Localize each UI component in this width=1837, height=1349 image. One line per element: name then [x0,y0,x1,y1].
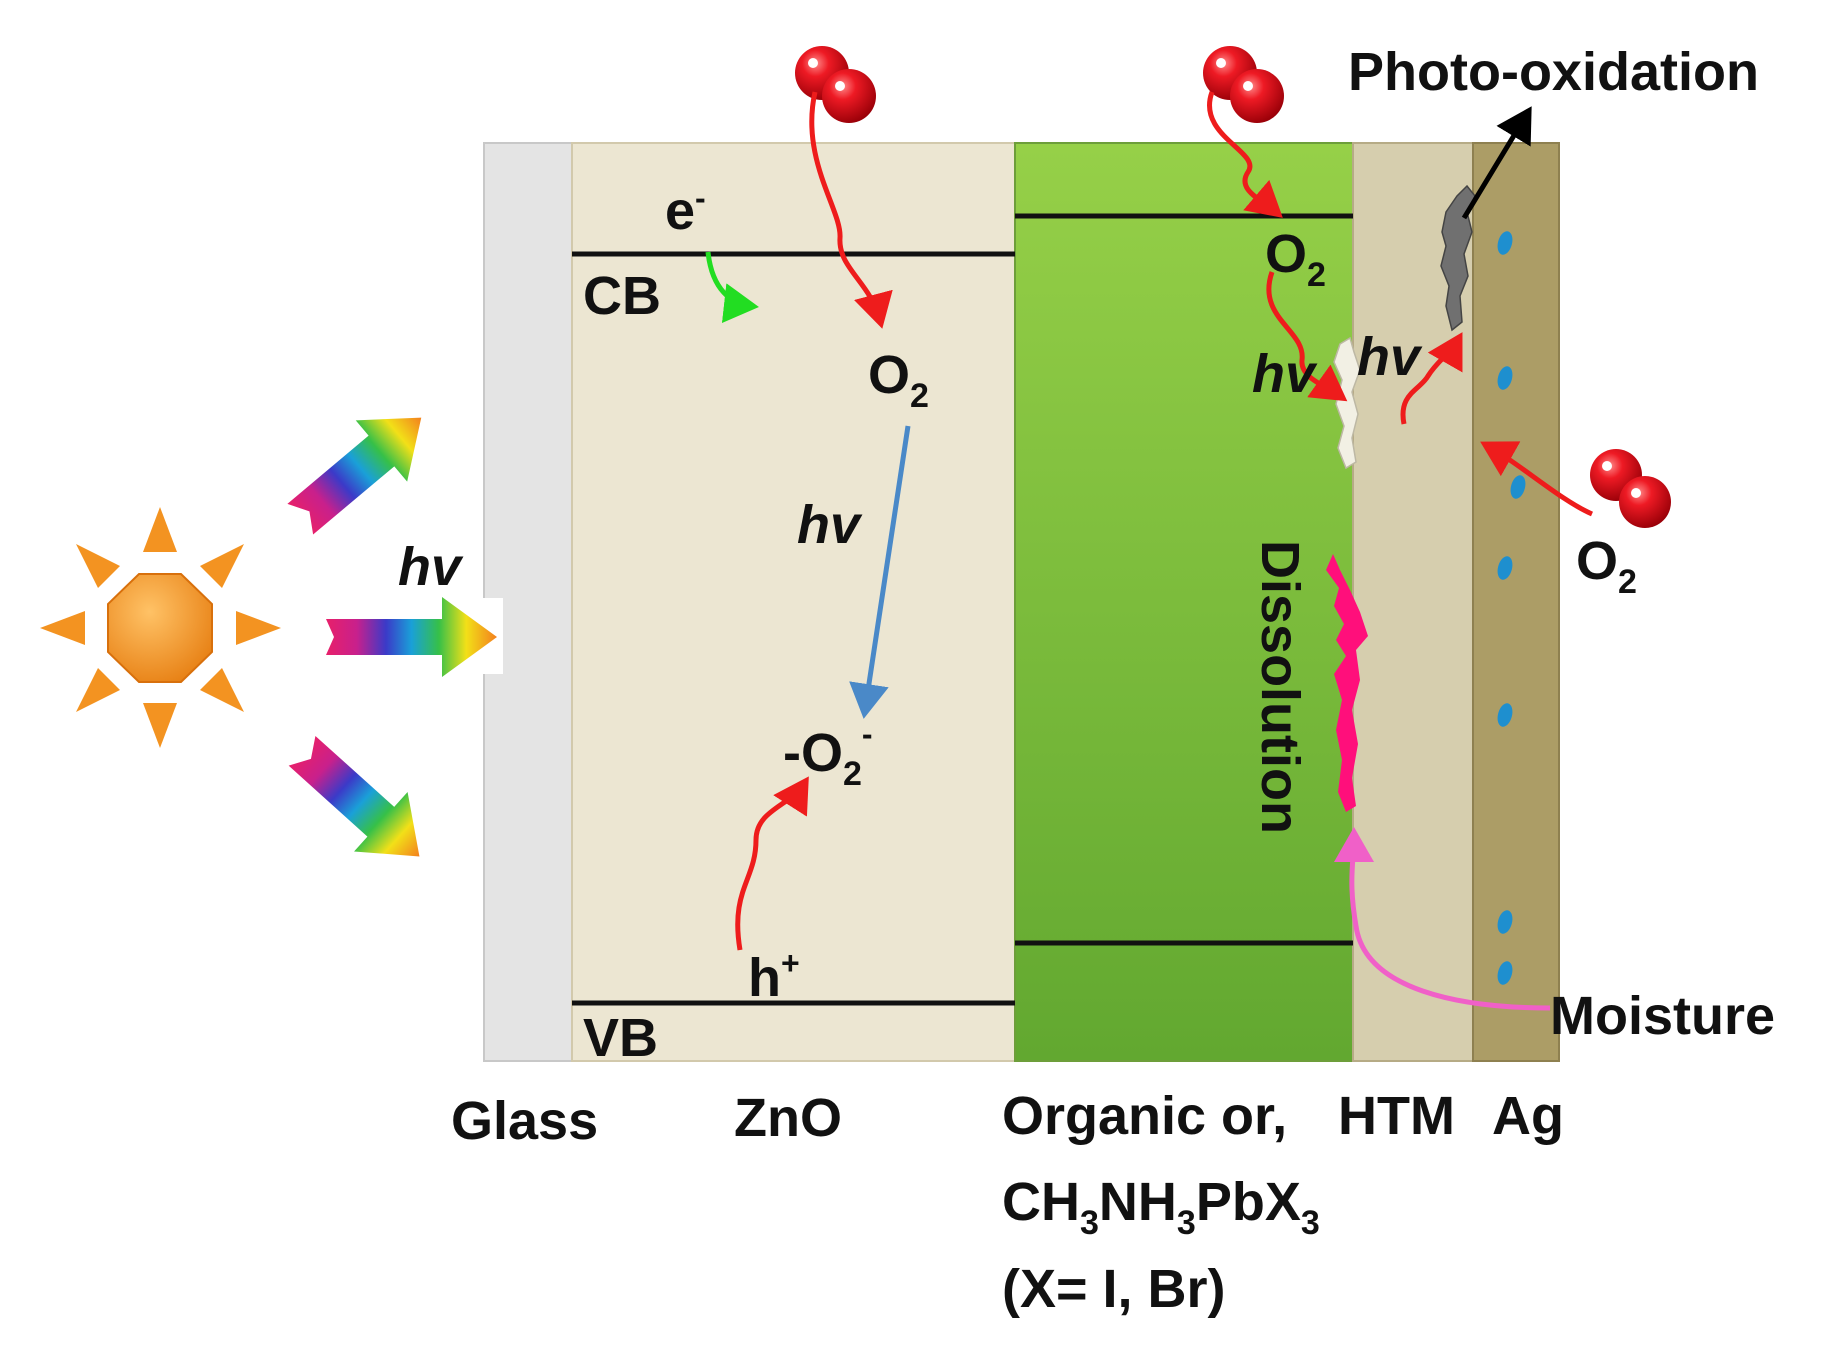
photo-oxidation-arrow [1461,106,1532,220]
cb-label: CB [583,266,661,326]
oxygen-molecule-icon [795,46,876,123]
hv-absorber-label: hv [1252,344,1318,404]
ag-particle [1497,556,1513,580]
layer-stack [483,142,1560,1062]
oxygen-molecule-icon [1203,46,1284,123]
light-ray-up-icon [287,417,422,535]
ag-layer [1472,142,1560,1062]
glass-label: Glass [451,1091,598,1151]
ag-particle [1510,475,1526,499]
htm-label: HTM [1338,1086,1455,1146]
light-ray-middle-icon [326,597,503,677]
hv-light-label: hv [398,537,464,597]
photo-oxidation-defect [1440,184,1476,332]
hole-to-superoxide-arrow [735,776,809,951]
zno-layer [571,142,1016,1062]
absorber-o2-label: O2 [1265,224,1326,294]
o2-into-ag-arrow [1480,441,1594,517]
ag-particles [1497,231,1526,985]
electron-transfer-arrow [705,251,759,323]
absorber-label-line1: Organic or, [1002,1086,1287,1146]
electron-label: e- [665,180,706,241]
ag-particle [1497,231,1513,255]
hv-htm-label: hv [1357,327,1423,387]
zno-label: ZnO [734,1088,842,1148]
photo-oxidation-label: Photo-oxidation [1348,42,1759,102]
hv-zno-label: hv [797,495,863,555]
zno-o2-label: O2 [868,345,929,415]
absorber-layer [1014,142,1354,1062]
moisture-arrow [1333,826,1551,1011]
dissolution-label: Dissolution [1250,540,1310,834]
ag-o2-label: O2 [1576,531,1637,601]
o2-to-superoxide-arrow [849,425,911,719]
oxygen-molecule-icon [1590,449,1671,528]
ag-particle [1497,703,1513,727]
hole-label: h+ [748,945,800,1008]
ag-particle [1497,961,1513,985]
absorber-label-line2: CH3NH3PbX3 [1002,1172,1320,1242]
ag-particle [1497,366,1513,390]
htm-hv-arrow [1400,332,1463,425]
sun-icon [40,507,281,748]
absorber-label-line3: (X= I, Br) [1002,1259,1226,1319]
ag-label: Ag [1492,1086,1564,1146]
o2-to-defect-arrow [1266,271,1348,402]
ag-particle [1497,910,1513,934]
dissolution-blob [1326,554,1368,812]
o2-to-zno-arrow [809,91,893,329]
light-ray-down-icon [288,735,420,857]
o2-to-absorber-arrow [1207,91,1283,218]
vb-label: VB [583,1008,658,1068]
superoxide-label: -O2- [783,716,873,793]
moisture-label: Moisture [1550,986,1775,1046]
